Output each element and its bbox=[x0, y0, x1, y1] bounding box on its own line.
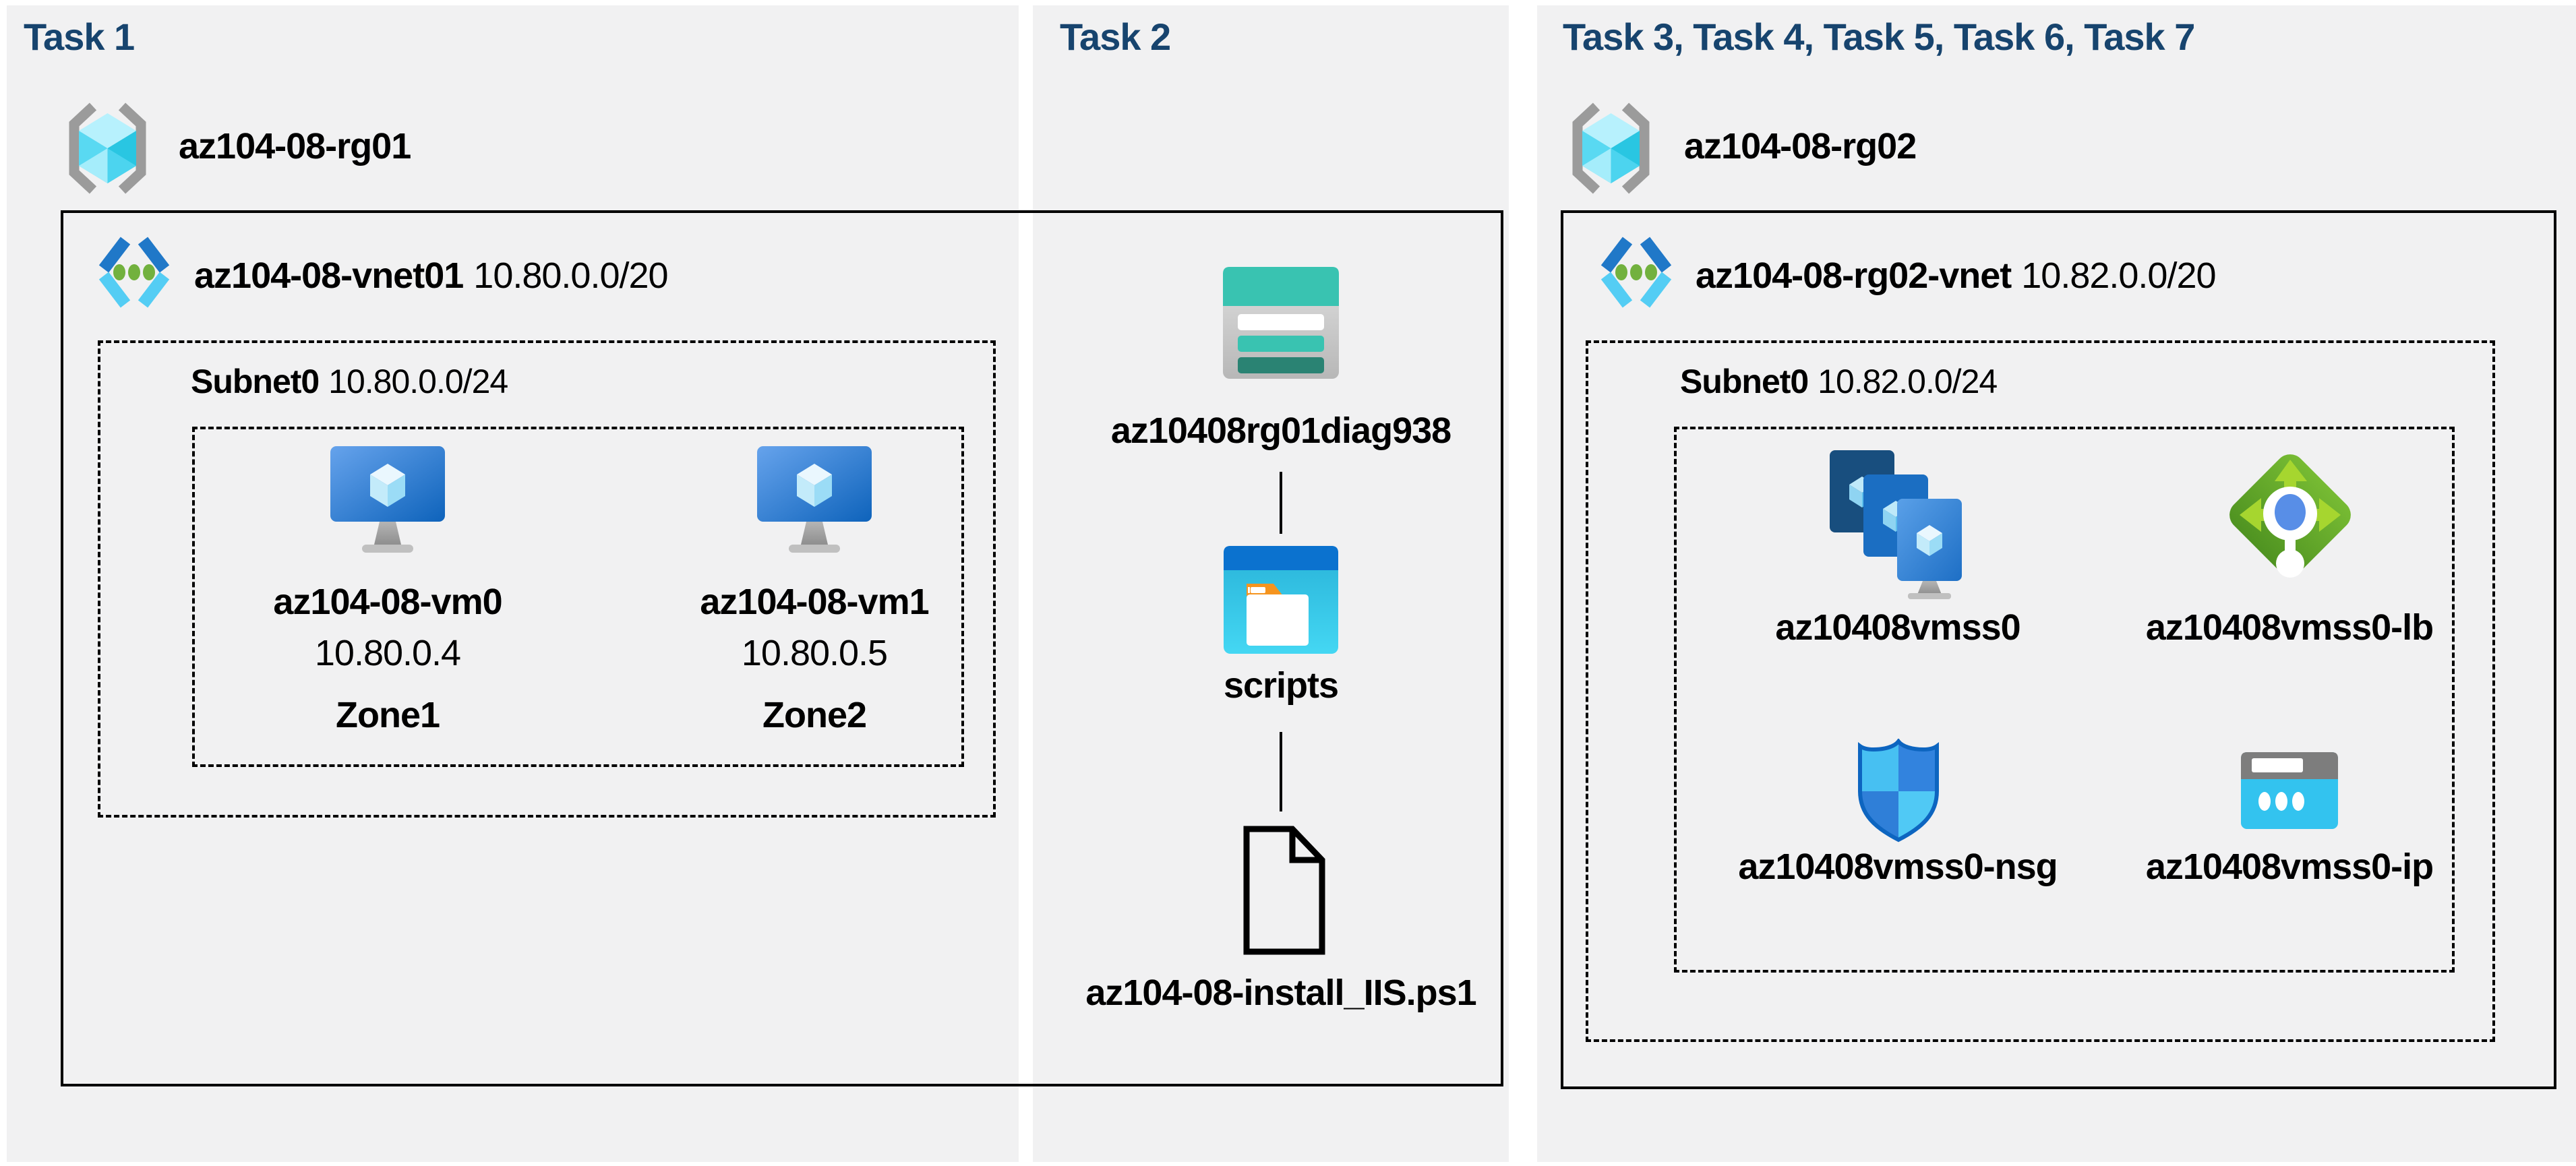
virtual-machine-icon bbox=[330, 446, 445, 554]
vnet2-label: az104-08-rg02-vnet 10.82.0.0/20 bbox=[1696, 255, 2217, 297]
subnet1-cidr: 10.80.0.0/24 bbox=[328, 363, 508, 400]
task3-title: Task 3, Task 4, Task 5, Task 6, Task 7 bbox=[1563, 16, 2195, 58]
subnet2-name: Subnet0 bbox=[1680, 363, 1809, 400]
vm1-name: az104-08-vm1 bbox=[700, 582, 929, 622]
public-ip-icon bbox=[2241, 752, 2338, 829]
subnet1-box bbox=[98, 340, 996, 818]
vnet1-cidr: 10.80.0.0/20 bbox=[473, 255, 668, 296]
virtual-network-icon bbox=[1596, 233, 1676, 312]
vm-scale-set-icon bbox=[1828, 449, 1967, 600]
blob-container-icon bbox=[1224, 546, 1338, 654]
task2-title: Task 2 bbox=[1060, 16, 1171, 58]
virtual-machine-icon bbox=[757, 446, 872, 554]
vm1-zone: Zone2 bbox=[762, 695, 867, 735]
subnet2-cidr: 10.82.0.0/24 bbox=[1818, 363, 1998, 400]
vnet1-name: az104-08-vnet01 bbox=[194, 255, 464, 296]
storage-account-icon bbox=[1223, 267, 1339, 379]
vm0-name: az104-08-vm0 bbox=[273, 582, 502, 622]
vm-zone-box bbox=[192, 427, 964, 767]
rg2-name: az104-08-rg02 bbox=[1684, 126, 1917, 166]
subnet2-label: Subnet0 10.82.0.0/24 bbox=[1680, 362, 1998, 401]
task3-panel bbox=[1537, 5, 2576, 1162]
public-ip-name: az10408vmss0-ip bbox=[2145, 847, 2434, 887]
subnet1-name: Subnet0 bbox=[191, 363, 320, 400]
vm0-ip: 10.80.0.4 bbox=[314, 633, 461, 673]
vnet1-boundary-box bbox=[61, 210, 1503, 1086]
file-icon bbox=[1241, 824, 1327, 957]
vm0-zone: Zone1 bbox=[335, 695, 440, 735]
vmss-resources-box bbox=[1674, 427, 2455, 973]
resource-group-icon bbox=[62, 101, 153, 195]
task1-panel bbox=[7, 5, 1019, 1162]
vmss-name: az10408vmss0 bbox=[1775, 607, 2020, 648]
resource-group-icon bbox=[1565, 101, 1656, 195]
vnet1-label: az104-08-vnet01 10.80.0.0/20 bbox=[194, 255, 669, 297]
subnet2-box bbox=[1586, 340, 2495, 1042]
connector-line bbox=[1280, 732, 1282, 811]
rg1-name: az104-08-rg01 bbox=[179, 126, 411, 166]
script-file-name: az104-08-install_IIS.ps1 bbox=[1085, 973, 1476, 1013]
vm1-ip: 10.80.0.5 bbox=[741, 633, 888, 673]
subnet1-label: Subnet0 10.80.0.0/24 bbox=[191, 362, 508, 401]
container-name: scripts bbox=[1223, 665, 1339, 706]
vnet2-name: az104-08-rg02-vnet bbox=[1696, 255, 2012, 296]
task1-title: Task 1 bbox=[24, 16, 135, 58]
storage-account-name: az10408rg01diag938 bbox=[1110, 410, 1451, 451]
network-security-group-icon bbox=[1857, 739, 1940, 842]
load-balancer-name: az10408vmss0-lb bbox=[2145, 607, 2434, 648]
vnet2-boundary-box bbox=[1561, 210, 2556, 1089]
virtual-network-icon bbox=[94, 233, 174, 312]
load-balancer-icon bbox=[2221, 443, 2360, 588]
vnet2-cidr: 10.82.0.0/20 bbox=[2021, 255, 2216, 296]
connector-line bbox=[1280, 472, 1282, 534]
nsg-name: az10408vmss0-nsg bbox=[1738, 847, 2058, 887]
